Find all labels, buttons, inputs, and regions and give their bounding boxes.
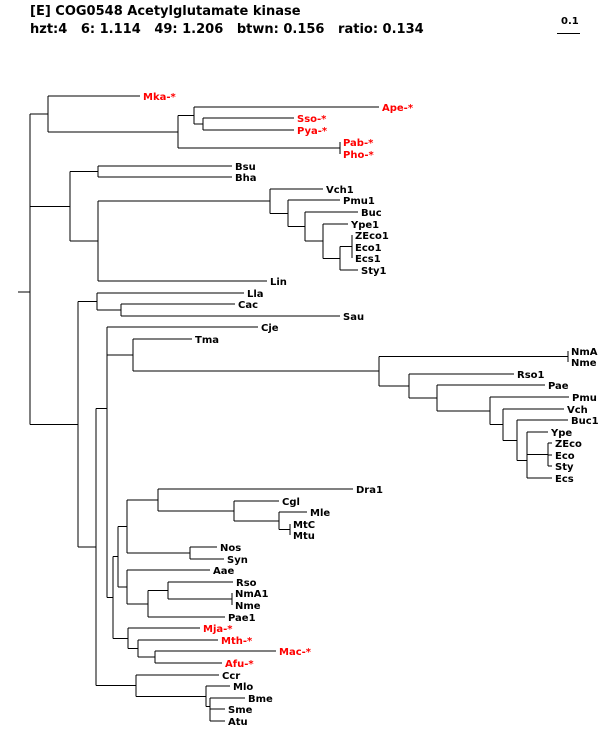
leaf-label: Ccr — [222, 671, 240, 682]
leaf-label: Ype — [550, 428, 572, 439]
leaf-label: Nos — [220, 543, 241, 554]
leaf-label: Mka-* — [143, 92, 177, 103]
leaf-label: Aae — [213, 566, 234, 577]
tree-branches — [18, 95, 569, 722]
leaf-label: Syn — [227, 555, 248, 566]
leaf-label: Pmu — [572, 393, 597, 404]
leaf-label: Ecs1 — [355, 254, 381, 265]
leaf-label: Tma — [195, 335, 219, 346]
leaf-label: Sty1 — [361, 266, 387, 277]
leaf-label: ZEco — [555, 439, 582, 450]
leaf-label: Mja-* — [203, 624, 233, 635]
leaf-label: Bsu — [235, 162, 256, 173]
leaf-label: Bme — [248, 694, 273, 705]
leaf-label: Buc1 — [571, 416, 599, 427]
leaf-label: Bha — [235, 173, 257, 184]
leaf-label: Mlo — [233, 682, 253, 693]
leaf-label: Rso1 — [517, 370, 545, 381]
leaf-label: Pmu1 — [343, 196, 375, 207]
leaf-label: Mac-* — [279, 647, 312, 658]
leaf-label: Sty — [555, 462, 574, 473]
leaf-label: Vch1 — [326, 185, 354, 196]
leaf-label: NmA — [571, 347, 598, 358]
leaf-label: Ape-* — [382, 103, 414, 114]
leaf-label: Pae — [548, 381, 569, 392]
scale-bar-label: 0.1 — [561, 16, 579, 27]
leaf-label: Dra1 — [356, 485, 383, 496]
leaf-label: Sme — [228, 705, 253, 716]
leaf-label: Eco — [555, 451, 575, 462]
leaf-label: Nme — [235, 601, 261, 612]
leaf-label: Pae1 — [228, 613, 256, 624]
leaf-label: Cac — [238, 300, 258, 311]
leaf-label: Cgl — [282, 497, 300, 508]
leaf-label: Mtu — [293, 531, 315, 542]
leaf-label: Eco1 — [355, 243, 382, 254]
leaf-label: Afu-* — [225, 659, 254, 670]
leaf-label: Atu — [228, 717, 248, 728]
tree-stats: hzt:4 6: 1.114 49: 1.206 btwn: 0.156 rat… — [30, 22, 424, 37]
leaf-label: Ype1 — [350, 220, 379, 231]
leaf-label: Vch — [567, 405, 588, 416]
leaf-label: Lla — [247, 289, 264, 300]
leaf-label: Ecs — [555, 474, 574, 485]
tree-leaf-labels: Mka-* Ape-* Sso-*Pya-* Pab-*Pho-* BsuBhaVch1… — [143, 92, 599, 728]
leaf-label: Pho-* — [343, 150, 374, 161]
leaf-label: Sso-* — [297, 114, 327, 125]
leaf-label: Mle — [310, 508, 330, 519]
leaf-label: Cje — [261, 323, 279, 334]
leaf-label: Mth-* — [221, 636, 253, 647]
scale-bar — [557, 33, 580, 34]
leaf-label: Buc — [361, 208, 382, 219]
leaf-label: MtC — [293, 520, 315, 531]
leaf-label: Pya-* — [297, 126, 328, 137]
leaf-label: Rso — [236, 578, 257, 589]
leaf-label: Lin — [270, 277, 287, 288]
leaf-label: ZEco1 — [355, 231, 389, 242]
leaf-label: Nme — [571, 358, 597, 369]
leaf-label: Sau — [343, 312, 364, 323]
leaf-label: NmA1 — [235, 589, 269, 600]
leaf-label: Pab-* — [343, 138, 374, 149]
tree-title: [E] COG0548 Acetylglutamate kinase — [30, 4, 301, 19]
